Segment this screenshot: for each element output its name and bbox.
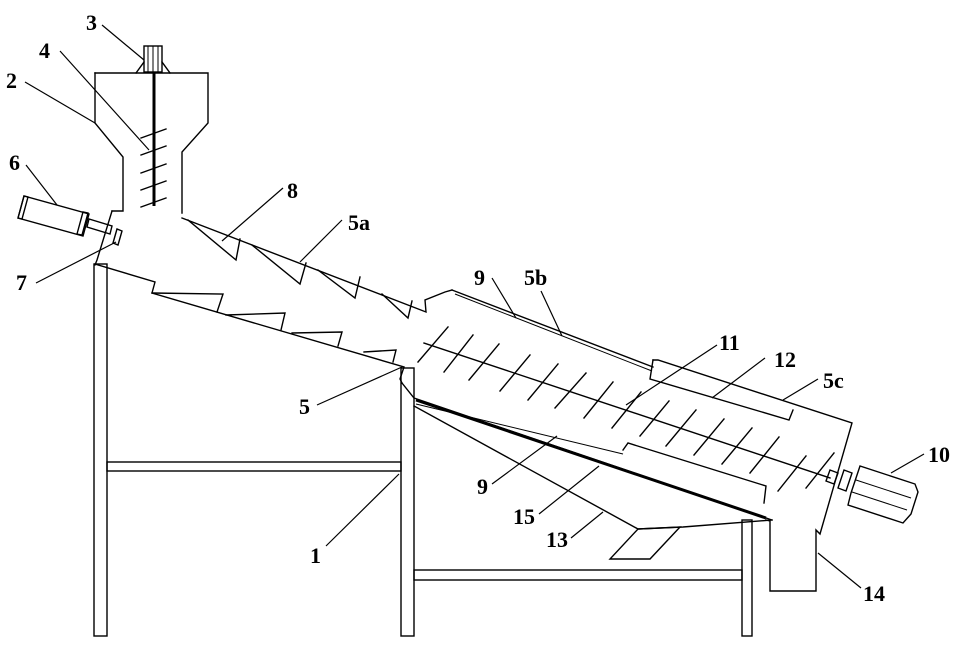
left-crossbar [106,461,402,472]
leader-1 [325,473,400,547]
left-leg [93,263,108,637]
label-10: 10 [928,442,950,467]
gate-plate [112,228,123,246]
leader-15 [538,465,600,515]
right-crossbar [413,569,743,581]
leader-9-top [491,277,517,319]
label-7: 7 [16,270,27,295]
housing-top-wall [451,289,654,368]
leader-9-bottom [491,435,558,485]
lower-screen [415,398,767,520]
label-5c: 5c [823,368,844,393]
leader-5 [316,366,403,406]
screw-housing [451,289,853,592]
label-9-top: 9 [474,265,485,290]
leader-8 [221,187,284,242]
lower-screen-assembly [401,382,773,560]
leader-10 [890,453,925,474]
label-6: 6 [9,150,20,175]
upper-screen [454,293,653,372]
lower-screen-plate [622,442,767,504]
agitator-shaft [140,73,167,208]
screw-shaft [423,342,831,479]
label-12: 12 [774,347,796,372]
label-9-bottom: 9 [477,474,488,499]
label-11: 11 [719,330,740,355]
leader-5b [540,290,563,337]
hopper-motor [135,45,171,74]
leader-5c [782,378,819,401]
leader-12 [711,357,766,399]
label-8: 8 [287,178,298,203]
middle-leg [400,367,415,637]
leader-13 [570,511,604,539]
collection-chute [413,405,773,530]
upper-housing-wall [181,217,453,320]
motor-coupling [825,469,839,485]
motor-body [847,465,919,524]
feed-hopper [94,72,209,214]
lower-housing-floor [401,382,773,521]
label-13: 13 [546,527,568,552]
gate-valve [94,210,123,266]
label-3: 3 [86,10,97,35]
cylinder-actuator [17,195,113,237]
leader-7 [35,241,117,284]
label-14: 14 [863,581,885,606]
label-1: 1 [310,543,321,568]
label-5b: 5b [524,265,547,290]
support-frame [93,263,753,637]
leader-14 [817,552,862,589]
screw-conveyor [417,326,835,492]
leader-11 [625,344,718,406]
screw-blades [417,326,835,492]
leader-4 [59,50,150,151]
leader-2 [24,81,96,124]
chute-outlet [608,526,682,560]
housing-section-5c [652,359,853,592]
drive-motor [825,465,919,524]
right-leg [741,519,753,637]
hopper-left-wall [94,72,124,212]
label-2: 2 [6,68,17,93]
lower-housing-wall [94,263,405,384]
leader-lines [24,24,925,589]
callout-labels: 3 4 2 6 7 8 5a 9 5b 11 12 5c 10 5 1 9 15… [6,10,950,606]
lower-wall-line [94,263,405,384]
label-5: 5 [299,394,310,419]
leader-3 [101,24,145,61]
leader-5a [299,219,343,263]
label-15: 15 [513,504,535,529]
piston-rod [86,218,113,235]
label-5a: 5a [348,210,370,235]
label-4: 4 [39,38,50,63]
leader-6 [25,164,58,206]
upper-wall-line [181,217,453,314]
